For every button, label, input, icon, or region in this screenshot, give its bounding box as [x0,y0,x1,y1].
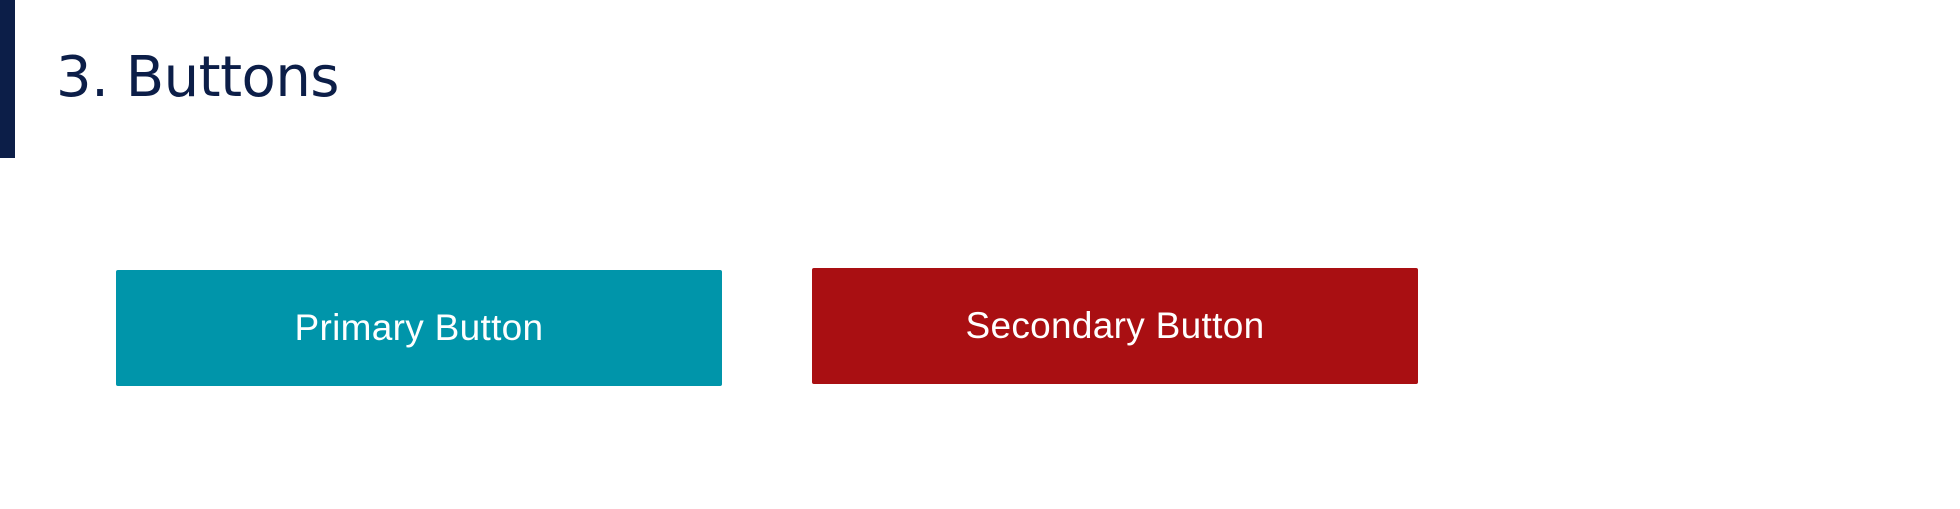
primary-button[interactable]: Primary Button [116,270,722,386]
secondary-button[interactable]: Secondary Button [812,268,1418,384]
section-header: 3. Buttons [0,0,600,158]
primary-button-label: Primary Button [294,307,544,348]
section-accent-bar [0,0,15,158]
secondary-button-label: Secondary Button [965,305,1265,346]
section-title: 3. Buttons [56,45,339,110]
